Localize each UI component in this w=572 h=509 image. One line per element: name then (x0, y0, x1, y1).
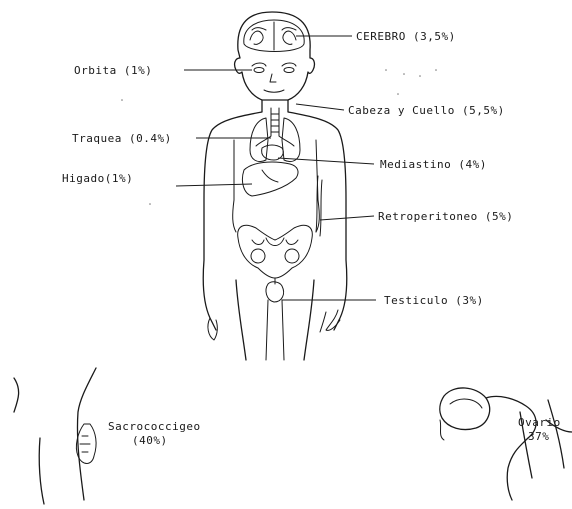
label-ovario: Ovario (518, 416, 561, 429)
legs (236, 280, 314, 360)
face (252, 63, 296, 92)
label-sacrococcigeo-pct: (40%) (132, 434, 168, 447)
pelvis (238, 225, 313, 278)
label-retroperitoneo: Retroperitoneo (5%) (378, 210, 513, 223)
liver (242, 162, 298, 196)
label-sacrococcigeo: Sacrococcigeo (108, 420, 201, 433)
label-orbita: Orbita (1%) (74, 64, 152, 77)
label-testiculo: Testiculo (3%) (384, 294, 484, 307)
label-mediastino: Mediastino (4%) (380, 158, 487, 171)
label-ovario-pct: 37% (528, 430, 549, 443)
leader-cabeza (296, 104, 344, 110)
head (235, 12, 315, 100)
sacrococcygeal-inset (14, 368, 96, 504)
label-cabeza-cuello: Cabeza y Cuello (5,5%) (348, 104, 505, 117)
label-traquea: Traquea (0.4%) (72, 132, 172, 145)
trachea (256, 108, 294, 146)
label-cerebro: CEREBRO (3,5%) (356, 30, 456, 43)
leader-higado (176, 184, 252, 186)
label-higado: Higado(1%) (62, 172, 133, 185)
brain (244, 20, 304, 52)
leader-retro (320, 216, 374, 220)
ovary-inset (440, 388, 572, 500)
lungs (250, 118, 300, 162)
testicle (266, 278, 284, 302)
